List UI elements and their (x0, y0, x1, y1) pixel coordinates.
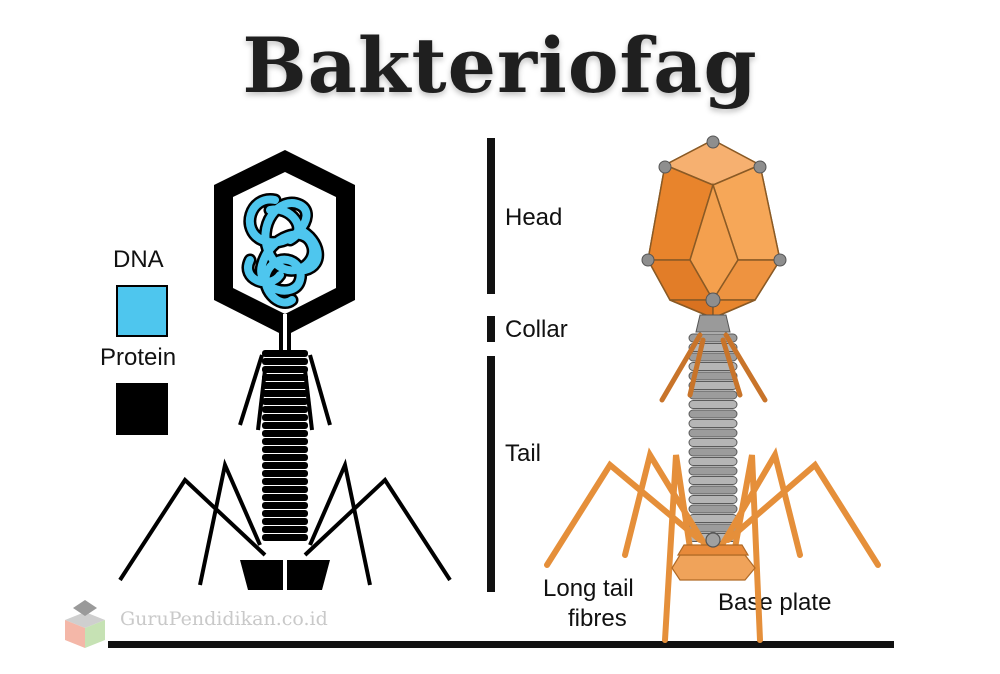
rendered-tail-ring (688, 447, 738, 457)
schematic-sheath-segment (262, 518, 308, 525)
label-long-tail-fibres-1: Long tail (543, 575, 634, 602)
rendered-tail-ring (688, 381, 738, 390)
rendered-tail-ring (688, 485, 738, 495)
rendered-short-fibres (659, 332, 768, 403)
schematic-sheath-segment (262, 478, 308, 485)
rendered-tail-ring (688, 504, 738, 514)
legend-protein-label: Protein (100, 344, 177, 371)
rendered-tail-ring (688, 400, 738, 409)
schematic-sheath-segment (262, 366, 308, 373)
rendered-tail-ring (688, 390, 738, 400)
label-tail: Tail (505, 440, 542, 467)
rendered-tail-ring (688, 362, 738, 371)
legend-dna-swatch (116, 285, 168, 337)
rendered-tail-ring (688, 457, 738, 466)
legend-dna-label: DNA (113, 246, 164, 273)
rendered-tail-ring (688, 419, 738, 428)
rendered-tail-ring (688, 428, 738, 438)
rendered-head-vertices (641, 135, 787, 308)
watermark-logo-icon (65, 600, 105, 648)
schematic-sheath-segment (262, 438, 308, 445)
schematic-sheath-segment (262, 414, 308, 421)
schematic-sheath-segment (262, 502, 308, 509)
rendered-collar (695, 314, 731, 333)
schematic-dna-coil (241, 193, 325, 309)
bottom-rule (108, 641, 894, 648)
schematic-long-fibres (118, 458, 452, 586)
schematic-sheath-segment (262, 486, 308, 493)
rendered-tail-ring (688, 466, 738, 476)
rendered-tail-ring (688, 495, 738, 504)
diagram-title: Bakteriofag (242, 21, 758, 110)
schematic-sheath-segment (262, 454, 308, 461)
schematic-sheath-segment (262, 510, 308, 517)
schematic-sheath-segment (262, 406, 308, 413)
label-long-tail-fibres-2: fibres (568, 605, 627, 632)
rendered-tail-ring (688, 371, 738, 381)
head-bar (487, 138, 495, 294)
rendered-head (646, 139, 782, 320)
schematic-sheath-segment (262, 470, 308, 477)
rendered-base-plate (671, 532, 756, 581)
watermark-text: GuruPendidikan.co.id (120, 608, 328, 630)
rendered-tail-ring (688, 476, 738, 485)
schematic-sheath-segment (262, 462, 308, 469)
rendered-tail-ring (688, 409, 738, 419)
collar-bar (487, 316, 495, 342)
schematic-sheath-segment (262, 430, 308, 437)
schematic-sheath-segment (262, 526, 308, 533)
schematic-sheath-segment (262, 390, 308, 397)
rendered-tail-ring (688, 438, 738, 447)
schematic-sheath-segment (262, 358, 308, 365)
label-collar: Collar (505, 316, 568, 343)
schematic-sheath-segment (262, 382, 308, 389)
schematic-sheath-segment (262, 398, 308, 405)
schematic-tail-sheath (262, 350, 308, 541)
legend-protein-swatch (116, 383, 168, 435)
schematic-sheath-segment (262, 350, 308, 357)
schematic-sheath-segment (262, 534, 308, 541)
schematic-sheath-segment (262, 446, 308, 453)
tail-bar (487, 356, 495, 592)
label-head: Head (505, 204, 563, 231)
schematic-sheath-segment (262, 374, 308, 381)
schematic-sheath-segment (262, 422, 308, 429)
rendered-tail-ring (688, 514, 738, 523)
label-base-plate: Base plate (718, 589, 832, 616)
schematic-short-fibres (238, 354, 332, 431)
rendered-long-fibres (544, 447, 881, 643)
schematic-sheath-segment (262, 494, 308, 501)
